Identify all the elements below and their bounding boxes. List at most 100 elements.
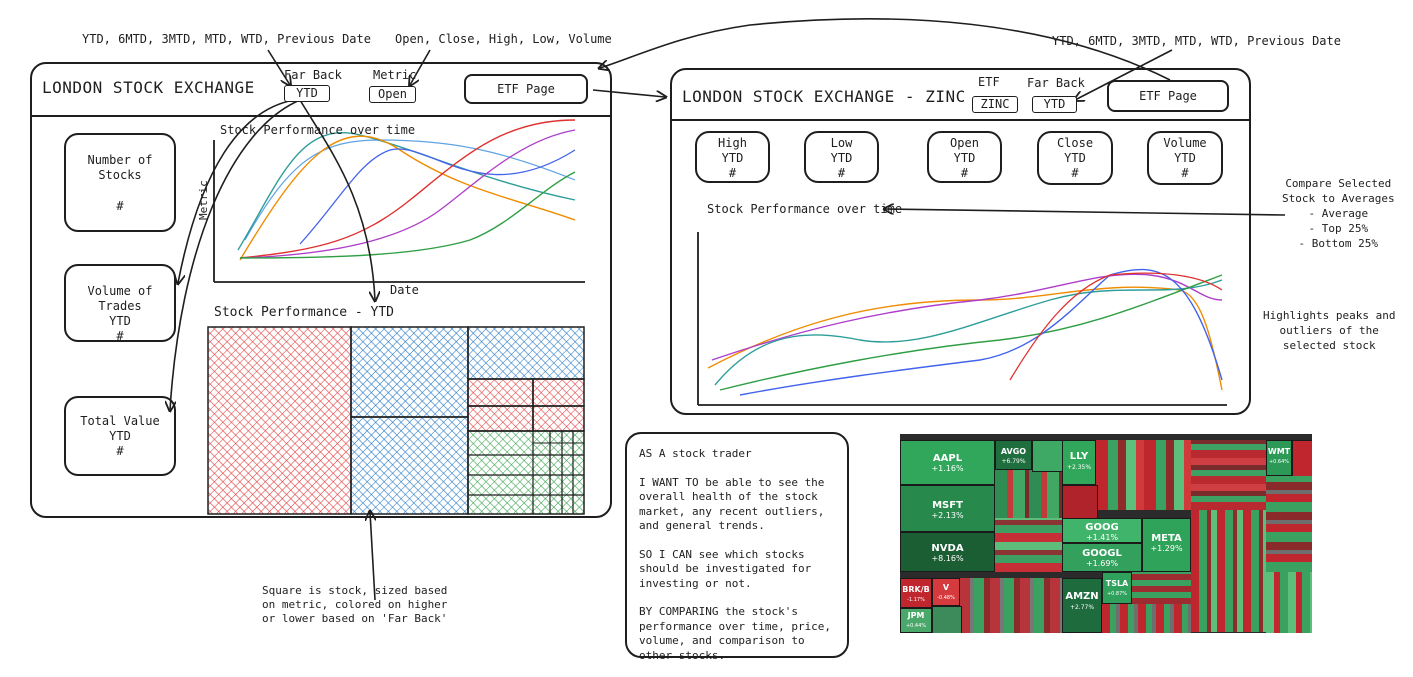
tile-ticker: AVGO: [1000, 447, 1027, 456]
tile-ticker: MSFT: [932, 500, 963, 511]
kpi-title: Total Value: [80, 414, 160, 428]
etf-line-chart-title: Stock Performance over time: [707, 202, 903, 216]
tile-ticker: JPM: [907, 611, 925, 620]
kpi-low: Low YTD #: [804, 131, 879, 183]
kpi-subtitle: YTD: [109, 314, 131, 328]
kpi-value: #: [837, 166, 846, 180]
far-back-options-note: YTD, 6MTD, 3MTD, MTD, WTD, Previous Date: [82, 32, 371, 46]
tile-ticker: GOOGL: [1082, 548, 1122, 559]
tile-change: +0.44%: [905, 623, 927, 629]
left-line-chart: [213, 119, 585, 283]
line-chart-title: Stock Performance over time: [220, 123, 416, 137]
kpi-high: High YTD #: [695, 131, 770, 183]
kpi-value: #: [1071, 166, 1079, 180]
heat-tile-wmt: WMT+0.64%: [1266, 440, 1292, 476]
etf-page-button[interactable]: ETF Page: [464, 74, 588, 104]
note-line: Highlights peaks and: [1263, 309, 1396, 322]
heat-tile-aapl: AAPL+1.16%: [900, 440, 995, 485]
note-line: on metric, colored on higher: [262, 598, 448, 611]
kpi-value: #: [728, 166, 737, 180]
tile-ticker: AAPL: [932, 453, 963, 464]
note-line: or lower based on 'Far Back': [262, 612, 448, 625]
tile-change: +2.77%: [1069, 604, 1095, 611]
heat-cluster: [1102, 604, 1191, 633]
x-axis-label: Date: [390, 283, 419, 297]
kpi-close: Close YTD #: [1037, 131, 1113, 185]
kpi-title: Open: [950, 136, 979, 150]
heat-tile-nvda: NVDA+8.16%: [900, 532, 995, 572]
kpi-title: Close: [1056, 136, 1094, 150]
heat-tile-avgo: AVGO +6.79%: [995, 440, 1032, 470]
tile-change: +0.64%: [1268, 459, 1290, 465]
kpi-title: Number of Stocks: [87, 153, 153, 182]
kpi-subtitle: [66, 183, 174, 198]
far-back-label: Far Back: [284, 68, 342, 82]
connector-arrows: [170, 18, 1286, 601]
tile-change: -1.17%: [907, 597, 925, 603]
lse-dashboard-frame: [30, 62, 612, 518]
heat-cluster: [1292, 440, 1312, 478]
heat-tile-meta: META+1.29%: [1142, 518, 1191, 572]
heat-cluster: [960, 578, 1062, 633]
heat-tile-amzn: AMZN+2.77%: [1062, 578, 1102, 633]
note-line: - Top 25%: [1308, 222, 1369, 235]
heat-tile-tsla: TSLA +0.87%: [1102, 572, 1132, 604]
story-heading: AS A stock trader: [639, 447, 752, 460]
kpi-title: High: [718, 136, 747, 150]
kpi-title: Low: [830, 136, 853, 150]
heat-cluster: [1191, 510, 1266, 632]
kpi-title: Volume of Trades: [87, 284, 153, 313]
metric-label: Metric: [373, 68, 417, 82]
page-title: LONDON STOCK EXCHANGE: [42, 78, 255, 97]
etf-select[interactable]: ZINC: [972, 96, 1018, 113]
heat-cluster: [1191, 440, 1266, 510]
far-back-select[interactable]: YTD: [284, 85, 330, 102]
story-so: SO I CAN see which stocks should be inve…: [639, 547, 812, 590]
heat-tile-lly: LLY+2.35%: [1062, 440, 1096, 485]
user-story: AS A stock trader I WANT TO be able to s…: [639, 447, 844, 677]
etf-far-back-select[interactable]: YTD: [1032, 96, 1077, 113]
tile-change: +8.16%: [931, 554, 964, 563]
kpi-open: Open YTD #: [927, 131, 1002, 183]
etf-far-back-options-note: YTD, 6MTD, 3MTD, MTD, WTD, Previous Date: [1052, 34, 1341, 48]
etf-page-button[interactable]: ETF Page: [1107, 80, 1229, 112]
tile-change: +1.29%: [1150, 544, 1183, 553]
heat-cluster: [1062, 485, 1098, 520]
kpi-value: #: [1181, 166, 1189, 180]
heat-tile-brkb: BRK/B-1.17%: [900, 578, 932, 608]
heat-cluster: [1032, 440, 1064, 472]
kpi-value: #: [960, 166, 969, 180]
metric-select[interactable]: Open: [369, 86, 416, 103]
tile-ticker: V: [942, 583, 950, 592]
note-line: - Average: [1308, 207, 1369, 220]
heat-tile-v: V -0.48%: [932, 578, 960, 606]
market-heatmap-image: AAPL+1.16% MSFT+2.13% NVDA+8.16% AVGO+6.…: [900, 434, 1312, 633]
heat-tile-goog: GOOG+1.41%: [1062, 518, 1142, 543]
kpi-title: Volume: [1163, 136, 1207, 150]
tile-change: +6.79%: [1001, 458, 1026, 465]
compare-note: Compare Selected Stock to Averages - Ave…: [1282, 176, 1395, 251]
kpi-subtitle: YTD: [109, 429, 131, 443]
tile-change: +0.87%: [1106, 591, 1128, 597]
heat-cluster: [995, 470, 1062, 518]
tile-ticker: TSLA: [1105, 579, 1129, 588]
kpi-subtitle: YTD: [953, 151, 976, 165]
kpi-volume-of-trades: Volume of Trades YTD #: [64, 264, 176, 343]
tile-ticker: GOOG: [1085, 522, 1119, 533]
tile-change: +1.41%: [1085, 533, 1119, 542]
tile-change: -0.48%: [937, 595, 955, 601]
note-line: Stock to Averages: [1282, 192, 1395, 205]
etf-page-title: LONDON STOCK EXCHANGE - ZINC: [682, 87, 966, 106]
kpi-number-of-stocks: Number of Stocks #: [64, 133, 176, 232]
heat-tile-jpm: JPM +0.44%: [900, 608, 932, 633]
etf-dashboard-frame: [670, 68, 1251, 415]
note-line: outliers of the: [1279, 324, 1379, 337]
etf-line-chart: [697, 232, 1227, 406]
treemap-note: Square is stock, sized based on metric, …: [262, 584, 447, 626]
note-line: selected stock: [1282, 339, 1376, 352]
kpi-subtitle: YTD: [830, 151, 853, 165]
tile-ticker: NVDA: [931, 543, 964, 554]
treemap-title: Stock Performance - YTD: [214, 305, 395, 320]
y-axis-label: Metric: [197, 180, 210, 220]
